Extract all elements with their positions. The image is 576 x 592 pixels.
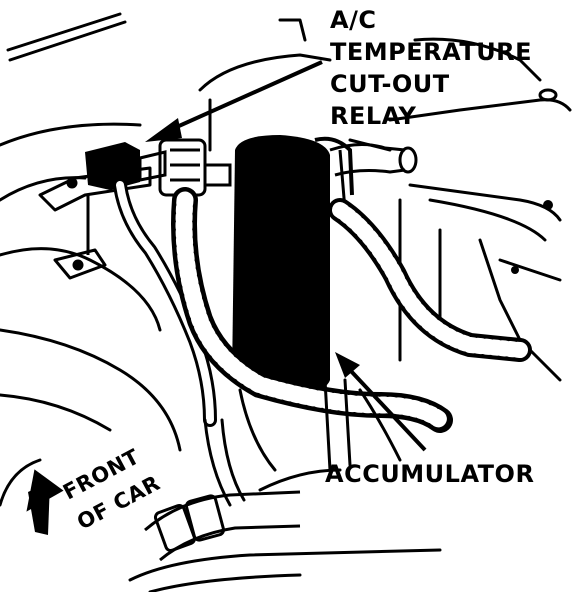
- relay-label-line2: TEMPERATURE: [330, 38, 532, 66]
- front-arrow-icon: [26, 469, 64, 535]
- accumulator-leader: [335, 352, 427, 452]
- engine-fixtures: [511, 88, 558, 274]
- relay-label-line3: CUT-OUT: [330, 70, 450, 98]
- corrugated-harness-lower: [171, 187, 453, 433]
- accumulator-canister: [232, 135, 354, 395]
- wire-connector: [158, 138, 232, 197]
- accumulator-label: ACCUMULATOR: [325, 460, 534, 488]
- relay-label-line1: A/C: [330, 6, 376, 34]
- relay-leader: [145, 60, 323, 142]
- mounting-bracket: [38, 166, 152, 280]
- relay-label-line4: RELAY: [330, 102, 416, 130]
- engine-bay-outline: [0, 12, 572, 592]
- temperature-relay: [85, 142, 167, 190]
- hose-clamp: [144, 490, 301, 562]
- corrugated-harness-right: [328, 198, 532, 362]
